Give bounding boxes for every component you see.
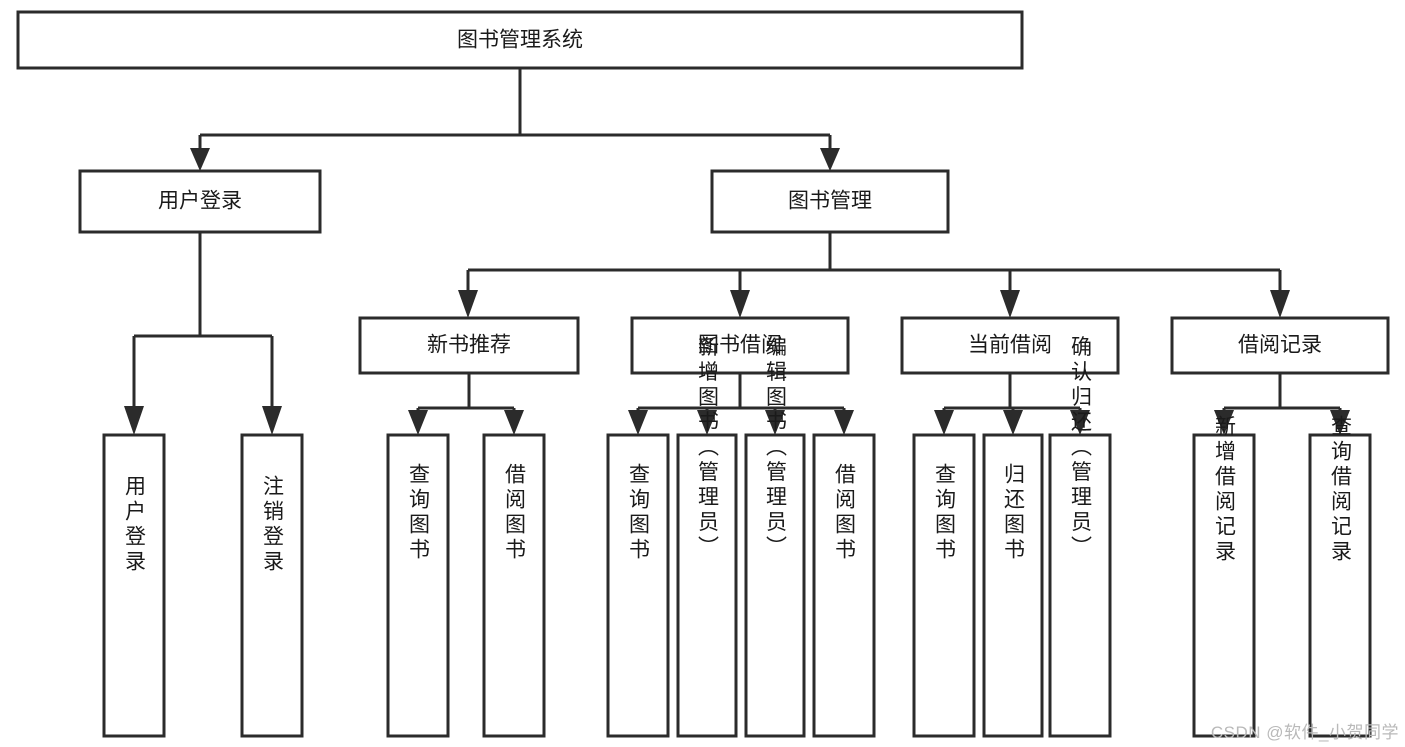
- node-leaf-11[interactable]: 确认归还（管理员）: [1048, 336, 1112, 738]
- arrow-bookmgmt-to-current: [1000, 290, 1020, 318]
- arrow-bookmgmt-to-newbook: [458, 290, 478, 318]
- node-leaf-2-box[interactable]: [240, 433, 304, 738]
- node-root-label: 图书管理系统: [457, 29, 583, 52]
- arrow-bookmgmt-to-borrowbook: [730, 290, 750, 318]
- node-leaf-9-box[interactable]: [912, 433, 976, 738]
- node-leaf-1-box[interactable]: [102, 433, 166, 738]
- node-records[interactable]: 借阅记录: [1170, 316, 1390, 375]
- node-leaf-4[interactable]: 借阅图书: [482, 433, 546, 738]
- arrow-newbook-to-leaf4: [504, 410, 524, 435]
- arrow-login-to-leaf1: [124, 406, 144, 435]
- node-root-box[interactable]: [16, 10, 1024, 70]
- arrow-current-to-leaf10: [1003, 410, 1023, 435]
- node-leaf-4-box[interactable]: [482, 433, 546, 738]
- node-leaf-2[interactable]: 注销登录: [240, 433, 304, 738]
- arrow-borrowbook-to-leaf8: [834, 410, 854, 435]
- node-leaf-5-box[interactable]: [606, 433, 670, 738]
- arrow-current-to-leaf11: [1070, 410, 1090, 435]
- arrow-current-to-leaf9: [934, 410, 954, 435]
- node-leaf-13[interactable]: 查询借阅记录: [1308, 415, 1372, 738]
- node-leaf-9-label: 查询图书: [933, 463, 957, 563]
- node-current-box[interactable]: [900, 316, 1120, 375]
- node-leaf-12[interactable]: 新增借阅记录: [1192, 415, 1256, 738]
- node-leaf-11-box[interactable]: [1048, 433, 1112, 738]
- node-leaf-8[interactable]: 借阅图书: [812, 433, 876, 738]
- node-leaf-5-label: 查询图书: [627, 463, 651, 563]
- node-leaf-6-label: 新增图书（管理员）: [696, 336, 720, 561]
- node-leaf-7[interactable]: 编辑图书（管理员）: [744, 336, 806, 738]
- node-leaf-13-box[interactable]: [1308, 433, 1372, 738]
- node-leaf-3-label: 查询图书: [407, 463, 431, 563]
- node-borrowbook-label: 图书借阅: [698, 334, 782, 357]
- node-leaf-6-box[interactable]: [676, 433, 738, 738]
- node-leaf-1-label: 用户登录: [123, 475, 147, 575]
- node-records-box[interactable]: [1170, 316, 1390, 375]
- node-records-label: 借阅记录: [1238, 334, 1322, 357]
- edge-group: [124, 68, 1350, 435]
- node-current-label: 当前借阅: [968, 334, 1052, 357]
- arrow-borrowbook-to-leaf6: [697, 410, 717, 435]
- node-borrowbook-box[interactable]: [630, 316, 850, 375]
- arrow-borrowbook-to-leaf5: [628, 410, 648, 435]
- node-group: 图书管理系统 用户登录 图书管理 新书推荐 图书借阅: [16, 10, 1390, 738]
- node-bookmgmt[interactable]: 图书管理: [710, 169, 950, 234]
- node-borrowbook[interactable]: 图书借阅: [630, 316, 850, 375]
- node-leaf-4-label: 借阅图书: [503, 463, 527, 563]
- node-bookmgmt-label: 图书管理: [788, 190, 872, 213]
- node-bookmgmt-box[interactable]: [710, 169, 950, 234]
- node-leaf-10-label: 归还图书: [1002, 463, 1026, 563]
- node-leaf-8-box[interactable]: [812, 433, 876, 738]
- node-leaf-10-box[interactable]: [982, 433, 1044, 738]
- node-leaf-3-box[interactable]: [386, 433, 450, 738]
- node-leaf-12-box[interactable]: [1192, 433, 1256, 738]
- node-leaf-6[interactable]: 新增图书（管理员）: [676, 336, 738, 738]
- arrow-borrowbook-to-leaf7: [765, 410, 785, 435]
- node-leaf-12-label: 新增借阅记录: [1213, 415, 1237, 565]
- node-leaf-3[interactable]: 查询图书: [386, 433, 450, 738]
- node-leaf-7-box[interactable]: [744, 433, 806, 738]
- node-leaf-2-label: 注销登录: [261, 475, 285, 575]
- arrow-root-to-login: [190, 148, 210, 171]
- node-login[interactable]: 用户登录: [78, 169, 322, 234]
- arrow-login-to-leaf2: [262, 406, 282, 435]
- node-root[interactable]: 图书管理系统: [16, 10, 1024, 70]
- arrow-bookmgmt-to-records: [1270, 290, 1290, 318]
- node-newbook[interactable]: 新书推荐: [358, 316, 580, 375]
- node-leaf-1[interactable]: 用户登录: [102, 433, 166, 738]
- arrow-records-to-leaf13: [1330, 410, 1350, 435]
- arrow-newbook-to-leaf3: [408, 410, 428, 435]
- node-leaf-13-label: 查询借阅记录: [1329, 415, 1353, 565]
- node-login-label: 用户登录: [158, 190, 242, 213]
- arrow-records-to-leaf12: [1214, 410, 1234, 435]
- node-leaf-10[interactable]: 归还图书: [982, 433, 1044, 738]
- node-leaf-11-label: 确认归还（管理员）: [1069, 336, 1093, 561]
- node-leaf-8-label: 借阅图书: [833, 463, 857, 563]
- node-leaf-5[interactable]: 查询图书: [606, 433, 670, 738]
- node-newbook-box[interactable]: [358, 316, 580, 375]
- node-newbook-label: 新书推荐: [427, 334, 511, 357]
- node-leaf-9[interactable]: 查询图书: [912, 433, 976, 738]
- arrow-root-to-bookmgmt: [820, 148, 840, 171]
- node-current[interactable]: 当前借阅: [900, 316, 1120, 375]
- node-login-box[interactable]: [78, 169, 322, 234]
- node-leaf-7-label: 编辑图书（管理员）: [764, 336, 788, 561]
